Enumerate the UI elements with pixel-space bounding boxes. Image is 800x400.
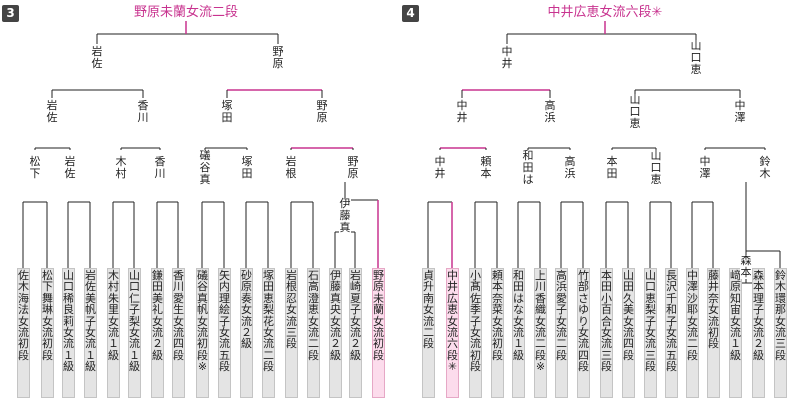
- player-slot: 岩佐美帆子女流１級: [84, 268, 97, 398]
- semi-result-label: 塚田: [221, 99, 233, 124]
- bracket-winner-title: 中井広恵女流六段✳: [547, 5, 663, 20]
- player-slot: 頼本奈菜女流初段: [491, 268, 504, 398]
- quarter-result-label: 高浜: [564, 155, 576, 180]
- player-slot: 長沢千和子女流五段: [665, 268, 678, 398]
- semi-result-label: 中井: [456, 99, 468, 124]
- player-slot: 野原未蘭女流初段: [372, 268, 385, 398]
- semi-result-label: 香川: [137, 99, 149, 124]
- player-slot: 中井広恵女流六段✳: [446, 268, 459, 398]
- player-slot: 山口稀良莉女流１級: [62, 268, 75, 398]
- player-slot: 佐々木海法女流初段: [17, 268, 30, 398]
- semi-result-label: 高浜: [544, 99, 556, 124]
- player-slot: 山口仁子梨女流１級: [128, 268, 141, 398]
- bracket-number: 4: [402, 5, 419, 22]
- bracket-4: 4 中井広恵女流六段✳ 貞升南女流二段中井広恵女流六段✳小髙佐季子女流初段頼本奈…: [400, 0, 800, 400]
- quarter-result-label: 中井: [434, 155, 446, 180]
- player-slot: 山田久美女流四段: [622, 268, 635, 398]
- final-result-label: 岩佐: [91, 45, 103, 70]
- final-result-label: 山口恵: [690, 39, 702, 76]
- player-slot: 伊藤真央女流２級: [329, 268, 342, 398]
- player-slot: 小髙佐季子女流初段: [469, 268, 482, 398]
- bracket-winner-title: 野原未蘭女流二段: [133, 5, 239, 20]
- player-slot: 藤井奈々女流初段: [707, 268, 720, 398]
- player-slot: 矢内理絵子女流五段: [218, 268, 231, 398]
- player-slot: 香川愛生女流四段: [172, 268, 185, 398]
- bracket-lines: [22, 21, 379, 268]
- final-result-label: 中井: [501, 45, 513, 70]
- player-slot: 上川香織女流二段※: [534, 268, 547, 398]
- player-slot: 貞升南女流二段: [422, 268, 435, 398]
- semi-result-label: 岩佐: [46, 99, 58, 124]
- quarter-result-label: 松下: [29, 155, 41, 180]
- bracket-3: 3 野原未蘭女流二段 佐々木海法女流初段松下舞琳女流初段山口稀良莉女流１級岩佐美…: [2, 5, 385, 398]
- player-slot: 鈴木環那女流三段: [774, 268, 787, 398]
- player-slot: 中澤沙耶女流二段: [686, 268, 699, 398]
- bracket-lines: [427, 21, 781, 284]
- quarter-result-label: 野原: [347, 155, 359, 180]
- player-slot: 﨑原知宙女流１級: [729, 268, 742, 398]
- extra-match-label: 伊藤真: [339, 197, 351, 234]
- quarter-result-label: 頼本: [480, 155, 492, 180]
- quarter-result-label: 中澤: [699, 155, 711, 180]
- quarter-result-label: 岩佐: [64, 155, 76, 180]
- quarter-result-label: 和田は: [522, 149, 534, 186]
- quarter-result-label: 礒谷真: [199, 149, 211, 186]
- player-slot: 石高澄恵女流二段: [307, 268, 320, 398]
- player-slot: 塚田恵梨花女流二段: [262, 268, 275, 398]
- player-slot: 竹部さゆり女流四段: [577, 268, 590, 398]
- semi-result-label: 野原: [316, 99, 328, 124]
- quarter-result-label: 山口恵: [650, 149, 662, 186]
- player-slot: 岩崎夏子女流２級: [349, 268, 362, 398]
- quarter-result-label: 本田: [606, 155, 618, 180]
- quarter-result-label: 塚田: [241, 155, 253, 180]
- quarter-result-label: 岩根: [285, 155, 297, 180]
- player-slot: 森本理子女流２級: [752, 268, 765, 398]
- semi-result-label: 山口恵: [629, 93, 641, 130]
- player-slot: 木村朱里女流１級: [107, 268, 120, 398]
- extra-match-label: 森本: [740, 254, 752, 279]
- bracket-number: 3: [2, 5, 19, 22]
- player-slot: 松下舞琳女流初段: [41, 268, 54, 398]
- player-slot: 和田はな女流１級: [512, 268, 525, 398]
- semi-result-label: 中澤: [734, 99, 746, 124]
- final-result-label: 野原: [272, 45, 284, 70]
- player-slot: 鎌田美礼女流２級: [151, 268, 164, 398]
- player-slot: 砂原奏女流２級: [240, 268, 253, 398]
- quarter-result-label: 鈴木: [759, 155, 771, 180]
- player-slot: 礒谷真帆女流初段※: [196, 268, 209, 398]
- player-slot: 高浜愛子女流二段: [555, 268, 568, 398]
- player-slot: 山口恵梨子女流三段: [644, 268, 657, 398]
- player-slot: 岩根忍女流三段: [285, 268, 298, 398]
- quarter-result-label: 木村: [115, 155, 127, 180]
- player-slot: 本田小百合女流三段: [600, 268, 613, 398]
- quarter-result-label: 香川: [154, 155, 166, 180]
